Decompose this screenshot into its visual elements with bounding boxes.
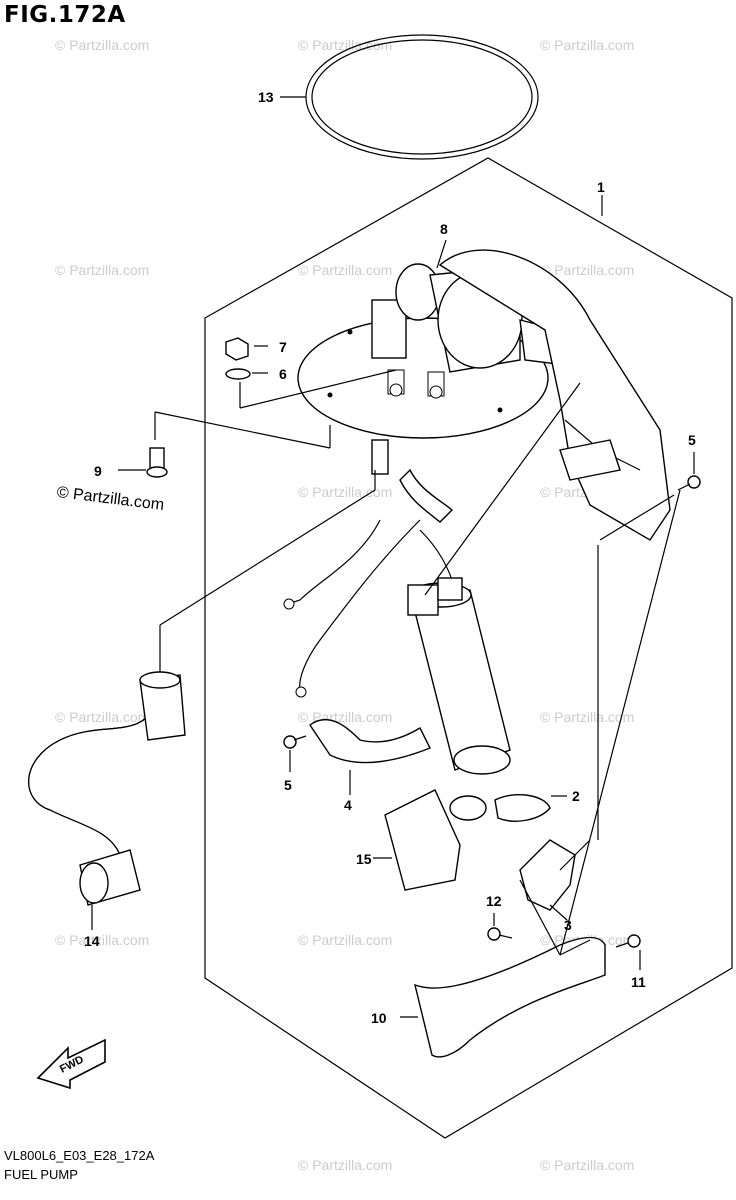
bolt-15: [146, 447, 168, 478]
callout-10: 10: [371, 1010, 387, 1026]
watermark: © Partzilla.com: [540, 1157, 634, 1173]
callout-4: 4: [344, 797, 352, 813]
watermark-layer: © Partzilla.com © Partzilla.com © Partzi…: [55, 37, 634, 1173]
washer-6: [225, 368, 251, 380]
bolt-5-lower: [283, 735, 307, 749]
callout-5-lower: 5: [284, 777, 292, 793]
figure-title: FIG.172A: [4, 2, 126, 28]
watermark: © Partzilla.com: [540, 709, 634, 725]
watermark: © Partzilla.com: [298, 484, 392, 500]
callout-3: 3: [564, 917, 572, 933]
watermark: © Partzilla.com: [298, 709, 392, 725]
bolt-11: [615, 934, 641, 948]
forward-arrow-icon: FWD: [36, 1038, 106, 1090]
diagram-code: VL800L6_E03_E28_172A: [4, 1148, 155, 1163]
o-ring-part: [305, 34, 539, 160]
callout-layer: 13 1 8 7 6 5 9 5 4 2 15 12 3 11 10 14: [84, 89, 696, 1026]
pump-clamp-band: [309, 718, 431, 764]
callout-6: 6: [279, 366, 287, 382]
pump-cushion-part: [449, 794, 551, 822]
watermark: © Partzilla.com: [540, 37, 634, 53]
fuel-filter-screen: [384, 789, 461, 891]
watermark: © Partzilla.com: [55, 37, 149, 53]
assembly-boundary: [204, 157, 733, 1139]
watermark: © Partzilla.com: [540, 262, 634, 278]
fuel-pump-motor-part: [407, 577, 511, 775]
callout-7: 7: [279, 339, 287, 355]
callout-2: 2: [572, 788, 580, 804]
watermark: © Partzilla.com: [55, 709, 149, 725]
watermark: © Partzilla.com: [298, 932, 392, 948]
watermark: © Partzilla.com: [298, 1157, 392, 1173]
fuel-hose-long: [28, 671, 186, 906]
callout-14: 14: [84, 933, 100, 949]
outlet-hose-short: [371, 439, 454, 523]
watermark: © Partzilla.com: [298, 37, 392, 53]
watermark: © Partzilla.com: [55, 932, 149, 948]
watermark: © Partzilla.com: [298, 262, 392, 278]
wiring-harness-part: [283, 519, 456, 698]
callout-8: 8: [440, 221, 448, 237]
pump-bracket-3: [519, 839, 576, 911]
callout-11: 11: [631, 974, 646, 990]
diagram-name: FUEL PUMP: [4, 1167, 78, 1182]
bolt-5-upper: [677, 475, 701, 491]
watermark: © Partzilla.com: [55, 262, 149, 278]
bolt-12: [487, 927, 513, 941]
pump-bracket-rail: [438, 249, 671, 541]
bottom-cover-part: [414, 936, 606, 1058]
nut-7: [225, 337, 249, 361]
callout-9: 15: [356, 851, 372, 867]
callout-12: 12: [486, 893, 502, 909]
callout-15: 9: [94, 463, 102, 479]
callout-1: 1: [597, 179, 605, 195]
callout-5-upper: 5: [688, 432, 696, 448]
leader-lines: [91, 96, 695, 1018]
callout-13: 13: [258, 89, 274, 105]
